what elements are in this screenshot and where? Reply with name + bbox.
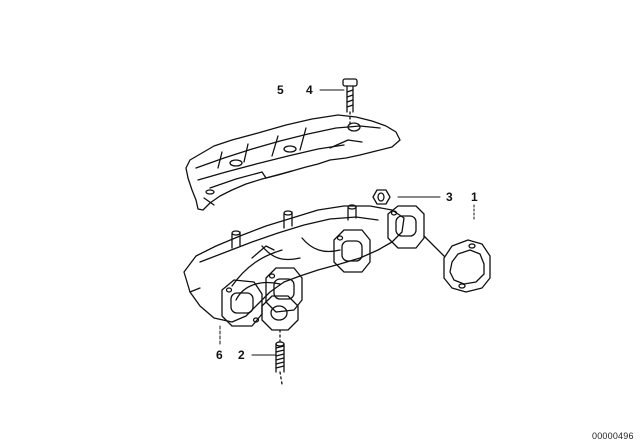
callout-6: 6 [216, 348, 223, 362]
shield-bolt [342, 78, 358, 125]
outlet-gasket [423, 235, 491, 293]
callout-4: 4 [306, 83, 313, 97]
stud [275, 329, 285, 385]
callout-3: 3 [446, 190, 453, 204]
callout-1: 1 [471, 190, 478, 204]
leader-lines [219, 89, 475, 356]
document-number: 00000496 [592, 431, 634, 441]
hex-nut [372, 189, 391, 205]
callout-5: 5 [277, 83, 284, 97]
callout-2: 2 [238, 348, 245, 362]
heat-shield [185, 114, 401, 211]
exhaust-manifold [183, 204, 425, 331]
